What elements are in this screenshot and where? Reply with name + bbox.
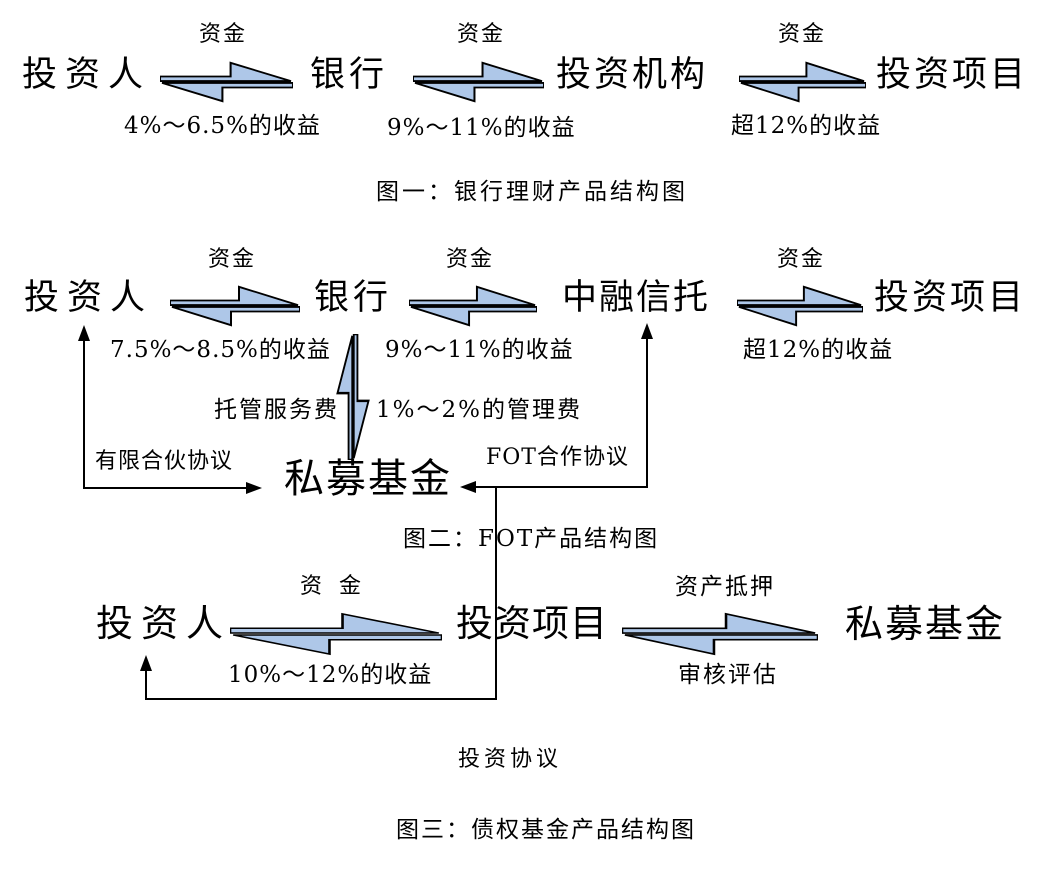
fig2-double-arrow-1-icon bbox=[170, 285, 300, 327]
fig2-custody-fee-label: 托管服务费 bbox=[214, 397, 339, 423]
fig3-flow2-bottom-label: 审核评估 bbox=[678, 662, 778, 688]
fig3-flow1-top-label: 资 金 bbox=[300, 574, 366, 599]
fig2-limited-partnership-label: 有限合伙协议 bbox=[95, 449, 234, 474]
fig2-flow2-top-label: 资金 bbox=[446, 247, 495, 272]
fig1-flow3-bottom-label: 超12%的收益 bbox=[731, 113, 882, 139]
fig1-node-investor: 投资人 bbox=[22, 55, 152, 95]
fig1-double-arrow-3-icon bbox=[739, 61, 866, 103]
fig1-double-arrow-2-icon bbox=[413, 61, 544, 103]
fig3-node-investor: 投资人 bbox=[96, 602, 231, 645]
fig2-node-bank: 银行 bbox=[314, 278, 393, 318]
fig1-flow1-bottom-label: 4%～6.5%的收益 bbox=[124, 113, 321, 139]
fig1-node-bank: 银行 bbox=[310, 55, 389, 95]
fig3-caption: 图三：债权基金产品结构图 bbox=[396, 817, 696, 843]
fig3-double-arrow-1-icon bbox=[230, 612, 442, 656]
fig3-node-private-fund: 私募基金 bbox=[845, 602, 1006, 646]
fig2-node-investor: 投资人 bbox=[24, 278, 154, 318]
fig2-flow1-top-label: 资金 bbox=[208, 247, 257, 272]
fig2-double-arrow-3-icon bbox=[737, 285, 863, 327]
fig2-node-private-fund: 私募基金 bbox=[284, 456, 452, 502]
fig1-double-arrow-1-icon bbox=[160, 61, 293, 103]
fig3-investment-agreement-label: 投资协议 bbox=[458, 747, 563, 772]
fig3-double-arrow-2-icon bbox=[622, 612, 818, 656]
fig3-node-project: 投资项目 bbox=[456, 602, 608, 645]
fig1-flow1-top-label: 资金 bbox=[199, 22, 248, 47]
fig1-node-project: 投资项目 bbox=[876, 55, 1029, 95]
fig1-caption: 图一：银行理财产品结构图 bbox=[376, 179, 688, 205]
fig2-node-trust: 中融信托 bbox=[562, 278, 711, 318]
fig2-flow3-bottom-label: 超12%的收益 bbox=[743, 337, 894, 363]
fig2-management-fee-label: 1%～2%的管理费 bbox=[376, 397, 582, 423]
fig2-flow3-top-label: 资金 bbox=[777, 247, 826, 272]
fig1-flow2-bottom-label: 9%～11%的收益 bbox=[387, 115, 576, 141]
fig2-flow2-bottom-label: 9%～11%的收益 bbox=[385, 337, 574, 363]
fig2-vertical-double-arrow-icon bbox=[336, 334, 370, 460]
fig2-node-project: 投资项目 bbox=[874, 278, 1027, 318]
fig2-fot-agreement-label: FOT合作协议 bbox=[486, 445, 629, 470]
fig2-flow1-bottom-label: 7.5%～8.5%的收益 bbox=[110, 337, 331, 363]
fig1-flow3-top-label: 资金 bbox=[778, 22, 827, 47]
fig1-flow2-top-label: 资金 bbox=[457, 22, 506, 47]
fig3-flow1-bottom-label: 10%～12%的收益 bbox=[228, 662, 433, 688]
fig2-double-arrow-2-icon bbox=[409, 285, 537, 327]
fig2-caption: 图二：FOT产品结构图 bbox=[403, 526, 660, 552]
fig1-node-institution: 投资机构 bbox=[556, 55, 709, 95]
fig3-flow2-top-label: 资产抵押 bbox=[675, 574, 775, 600]
